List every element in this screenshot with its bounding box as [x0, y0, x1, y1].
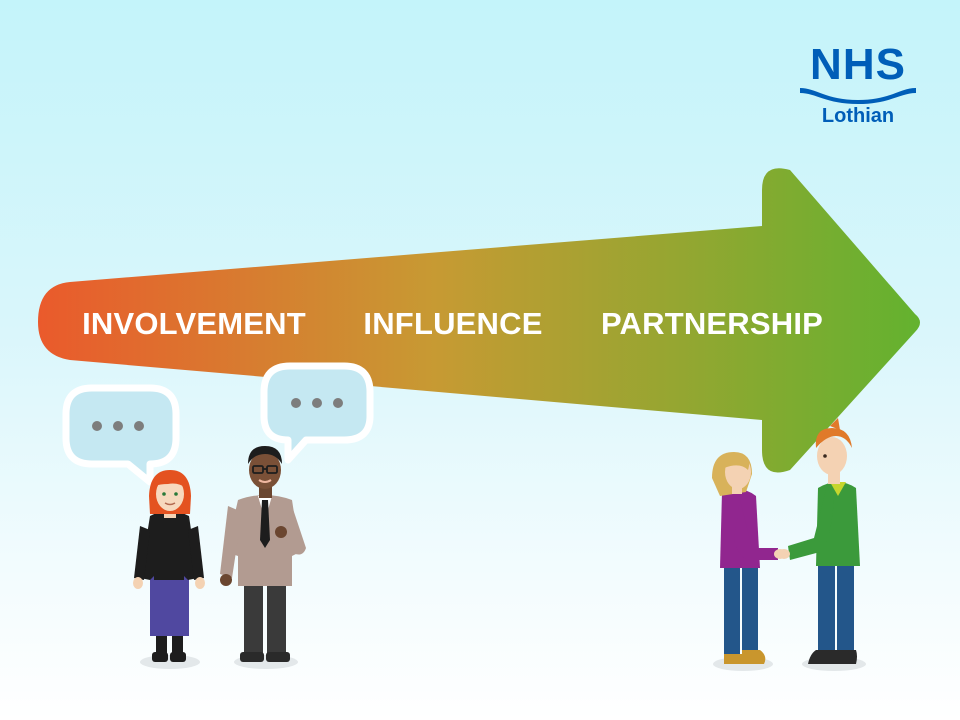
nhs-logo-region: Lothian: [821, 105, 895, 127]
nhs-lothian-logo: NHS Lothian: [796, 40, 920, 132]
person-man-green-top: [778, 418, 866, 671]
progress-arrow: [38, 168, 920, 473]
wave-icon: [800, 88, 916, 104]
nhs-logo-text: NHS: [810, 40, 906, 89]
stage-label-partnership: PARTNERSHIP: [601, 306, 823, 341]
speech-bubble-icon: [62, 384, 180, 486]
speech-bubble-icon: [260, 362, 374, 464]
person-woman-black-sweater: [133, 470, 205, 669]
person-man-in-suit: [220, 446, 306, 669]
person-woman-purple-top: [712, 452, 786, 671]
stage-label-influence: INFLUENCE: [363, 306, 542, 341]
stage-label-involvement: INVOLVEMENT: [82, 306, 306, 341]
